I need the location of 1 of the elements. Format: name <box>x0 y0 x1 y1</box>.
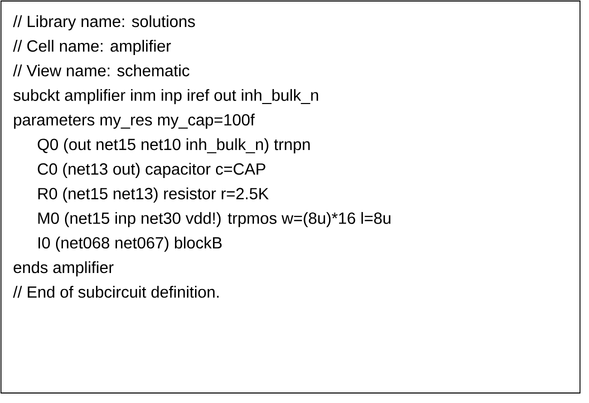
code-box: // Library name: solutions // Cell name: amplifier // View name: schematic subckt amplifier inm inp iref out inh_bulk_n parameters my_res my_cap=100f Q0 (out net15 net10 inh_bulk_n) trnpn C0 (net13 out) capacitor c=CAP R0 (net15 net13) resistor r=2.5K M0 (net15 inp net30 vdd!) trpmos w=(8u)*16 l=8u I0 (net068 net067) blockB ends amplifier // End of subcircuit definition. <box>0 0 580 394</box>
